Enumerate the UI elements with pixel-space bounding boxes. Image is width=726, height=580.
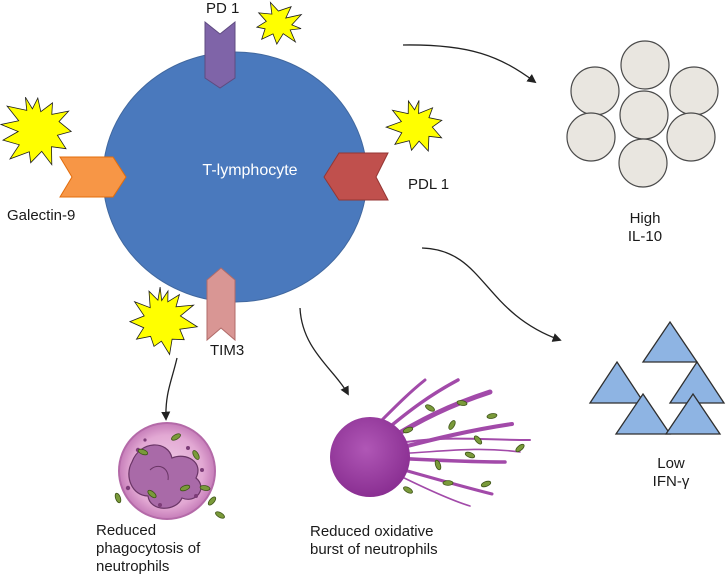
ligand-star-tim3 <box>128 287 199 356</box>
bacteria <box>114 433 225 519</box>
arrow-to-oxidative-burst <box>299 307 349 396</box>
arrow-to-ifn <box>421 247 562 342</box>
oxidative-caption: Reduced oxidative burst of neutrophils <box>310 523 438 559</box>
ligand-star-galectin9 <box>0 96 73 166</box>
oxidative-line-2: burst of neutrophils <box>310 541 438 558</box>
bacteria <box>402 400 525 494</box>
phagocytosis-line-1: Reduced <box>96 522 157 539</box>
il10-level: High <box>629 210 661 227</box>
t-lymphocyte-label: T-lymphocyte <box>202 162 298 179</box>
arrow-to-il10 <box>402 44 537 84</box>
ifn-caption: Low IFN-γ <box>636 455 706 491</box>
galectin9-label: Galectin-9 <box>7 207 76 224</box>
ifn-triangle <box>664 392 722 435</box>
il10-caption: High IL-10 <box>610 210 680 246</box>
il10-circle <box>570 66 620 116</box>
tim3-receptor <box>206 267 236 342</box>
arrow-to-phagocytosis <box>161 357 178 421</box>
ifn-cluster <box>588 320 726 435</box>
ligand-star-pd1 <box>255 1 303 46</box>
pdl1-receptor <box>323 152 389 201</box>
pdl1-label: PDL 1 <box>408 176 450 193</box>
phagocytosis-line-3: neutrophils <box>96 558 170 575</box>
ifn-triangle <box>668 360 726 404</box>
il10-circle <box>666 112 716 162</box>
ifn-name: IFN-γ <box>652 473 690 490</box>
ifn-triangle <box>641 320 699 363</box>
ifn-triangle <box>614 392 672 435</box>
il10-circle <box>669 66 719 116</box>
neutrophil-oxidative-burst <box>330 378 531 507</box>
il10-circle <box>619 90 669 140</box>
tim3-label: TIM3 <box>210 342 245 359</box>
neutrophil-nucleus <box>128 444 202 509</box>
il10-cluster <box>566 40 719 188</box>
il10-circle <box>620 40 670 90</box>
il10-name: IL-10 <box>627 228 663 245</box>
neutrophil-phagocytosis <box>114 422 225 520</box>
ifn-triangle <box>588 360 646 404</box>
il10-circle <box>566 112 616 162</box>
phagocytosis-caption: Reduced phagocytosis of neutrophils <box>96 522 200 576</box>
pd1-label: PD 1 <box>206 0 240 17</box>
il10-circle <box>618 138 668 188</box>
pd1-receptor <box>204 20 236 89</box>
phagocytosis-line-2: phagocytosis of <box>96 540 201 557</box>
ligand-star-pdl1 <box>385 99 443 152</box>
ifn-level: Low <box>657 455 685 472</box>
galectin9-receptor <box>59 156 127 198</box>
oxidative-line-1: Reduced oxidative <box>310 523 434 540</box>
